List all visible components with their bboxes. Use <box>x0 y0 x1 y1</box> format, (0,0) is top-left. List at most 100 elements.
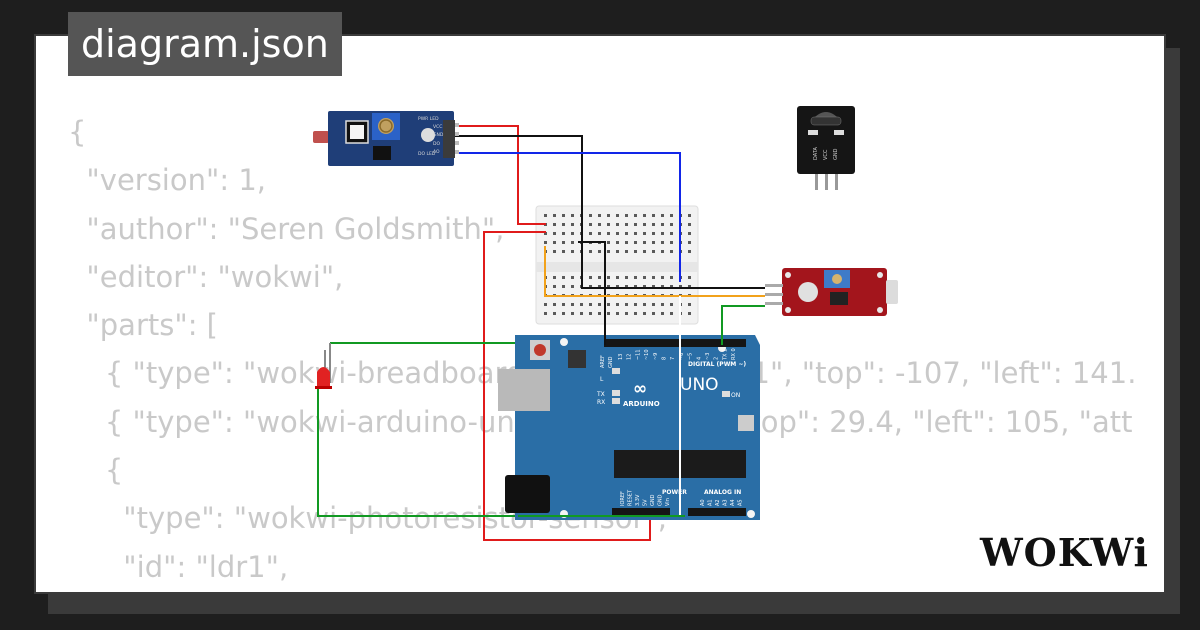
breadboard-hole[interactable] <box>571 232 574 235</box>
breadboard-hole[interactable] <box>670 214 673 217</box>
breadboard-hole[interactable] <box>562 241 565 244</box>
breadboard-hole[interactable] <box>589 250 592 253</box>
breadboard-hole[interactable] <box>643 285 646 288</box>
breadboard-hole[interactable] <box>652 276 655 279</box>
breadboard-hole[interactable] <box>589 312 592 315</box>
breadboard-hole[interactable] <box>553 232 556 235</box>
breadboard-hole[interactable] <box>688 285 691 288</box>
breadboard-hole[interactable] <box>616 312 619 315</box>
breadboard-hole[interactable] <box>634 303 637 306</box>
breadboard-hole[interactable] <box>643 250 646 253</box>
breadboard-hole[interactable] <box>688 312 691 315</box>
breadboard-hole[interactable] <box>661 232 664 235</box>
breadboard-hole[interactable] <box>688 232 691 235</box>
breadboard-hole[interactable] <box>553 241 556 244</box>
breadboard-hole[interactable] <box>670 285 673 288</box>
breadboard-hole[interactable] <box>616 223 619 226</box>
breadboard-hole[interactable] <box>652 223 655 226</box>
breadboard-hole[interactable] <box>652 303 655 306</box>
breadboard-hole[interactable] <box>544 312 547 315</box>
breadboard-hole[interactable] <box>643 276 646 279</box>
breadboard-hole[interactable] <box>688 250 691 253</box>
breadboard-hole[interactable] <box>607 241 610 244</box>
breadboard-hole[interactable] <box>598 223 601 226</box>
breadboard-hole[interactable] <box>634 241 637 244</box>
breadboard-hole[interactable] <box>661 303 664 306</box>
breadboard-hole[interactable] <box>571 223 574 226</box>
breadboard-hole[interactable] <box>643 241 646 244</box>
breadboard-hole[interactable] <box>553 276 556 279</box>
ir-receiver-module[interactable]: DATA VCC GND <box>797 106 855 190</box>
ldr-sensor-module[interactable]: VCC GND DO AO PWR LED DO LED <box>313 111 459 166</box>
breadboard-hole[interactable] <box>607 312 610 315</box>
breadboard-hole[interactable] <box>625 232 628 235</box>
breadboard-hole[interactable] <box>652 285 655 288</box>
breadboard-hole[interactable] <box>553 250 556 253</box>
breadboard-hole[interactable] <box>634 285 637 288</box>
breadboard-hole[interactable] <box>616 241 619 244</box>
breadboard-hole[interactable] <box>643 214 646 217</box>
breadboard-hole[interactable] <box>688 303 691 306</box>
breadboard-hole[interactable] <box>607 232 610 235</box>
breadboard-hole[interactable] <box>670 276 673 279</box>
breadboard-hole[interactable] <box>652 250 655 253</box>
breadboard-hole[interactable] <box>553 303 556 306</box>
breadboard-hole[interactable] <box>607 303 610 306</box>
breadboard-hole[interactable] <box>607 285 610 288</box>
breadboard-hole[interactable] <box>652 312 655 315</box>
filename-tab[interactable]: diagram.json <box>68 12 342 76</box>
breadboard-hole[interactable] <box>607 223 610 226</box>
breadboard-hole[interactable] <box>562 223 565 226</box>
breadboard-hole[interactable] <box>553 214 556 217</box>
breadboard-hole[interactable] <box>562 232 565 235</box>
breadboard-hole[interactable] <box>598 312 601 315</box>
breadboard-hole[interactable] <box>625 214 628 217</box>
breadboard-hole[interactable] <box>625 312 628 315</box>
breadboard-hole[interactable] <box>625 276 628 279</box>
breadboard-hole[interactable] <box>625 285 628 288</box>
breadboard-hole[interactable] <box>652 241 655 244</box>
breadboard-hole[interactable] <box>616 276 619 279</box>
breadboard-hole[interactable] <box>652 214 655 217</box>
breadboard-hole[interactable] <box>598 250 601 253</box>
breadboard-hole[interactable] <box>589 232 592 235</box>
breadboard-mini[interactable] <box>535 205 699 325</box>
breadboard-hole[interactable] <box>688 276 691 279</box>
sound-sensor-module[interactable] <box>765 268 898 316</box>
breadboard-hole[interactable] <box>616 214 619 217</box>
breadboard-hole[interactable] <box>661 276 664 279</box>
breadboard-hole[interactable] <box>580 303 583 306</box>
breadboard-hole[interactable] <box>571 276 574 279</box>
led-red[interactable] <box>315 343 332 389</box>
breadboard-hole[interactable] <box>643 232 646 235</box>
breadboard-hole[interactable] <box>553 312 556 315</box>
breadboard-hole[interactable] <box>571 214 574 217</box>
breadboard-hole[interactable] <box>589 214 592 217</box>
breadboard-hole[interactable] <box>634 276 637 279</box>
breadboard-hole[interactable] <box>589 303 592 306</box>
breadboard-hole[interactable] <box>634 250 637 253</box>
breadboard-hole[interactable] <box>661 214 664 217</box>
reset-button[interactable] <box>534 344 546 356</box>
breadboard-hole[interactable] <box>634 232 637 235</box>
breadboard-hole[interactable] <box>661 250 664 253</box>
breadboard-hole[interactable] <box>571 250 574 253</box>
arduino-uno-board[interactable]: ∞ UNO ARDUINO DIGITAL (PWM ~) POWER ANAL… <box>498 335 760 520</box>
breadboard-hole[interactable] <box>553 285 556 288</box>
breadboard-hole[interactable] <box>670 241 673 244</box>
breadboard-hole[interactable] <box>607 250 610 253</box>
breadboard-hole[interactable] <box>553 223 556 226</box>
breadboard-hole[interactable] <box>544 214 547 217</box>
breadboard-hole[interactable] <box>562 285 565 288</box>
breadboard-hole[interactable] <box>562 214 565 217</box>
breadboard-hole[interactable] <box>580 312 583 315</box>
breadboard-hole[interactable] <box>634 312 637 315</box>
breadboard-hole[interactable] <box>688 214 691 217</box>
breadboard-hole[interactable] <box>661 223 664 226</box>
breadboard-hole[interactable] <box>670 312 673 315</box>
breadboard-hole[interactable] <box>598 285 601 288</box>
breadboard-hole[interactable] <box>607 276 610 279</box>
breadboard-hole[interactable] <box>616 250 619 253</box>
breadboard-hole[interactable] <box>625 241 628 244</box>
breadboard-hole[interactable] <box>634 223 637 226</box>
